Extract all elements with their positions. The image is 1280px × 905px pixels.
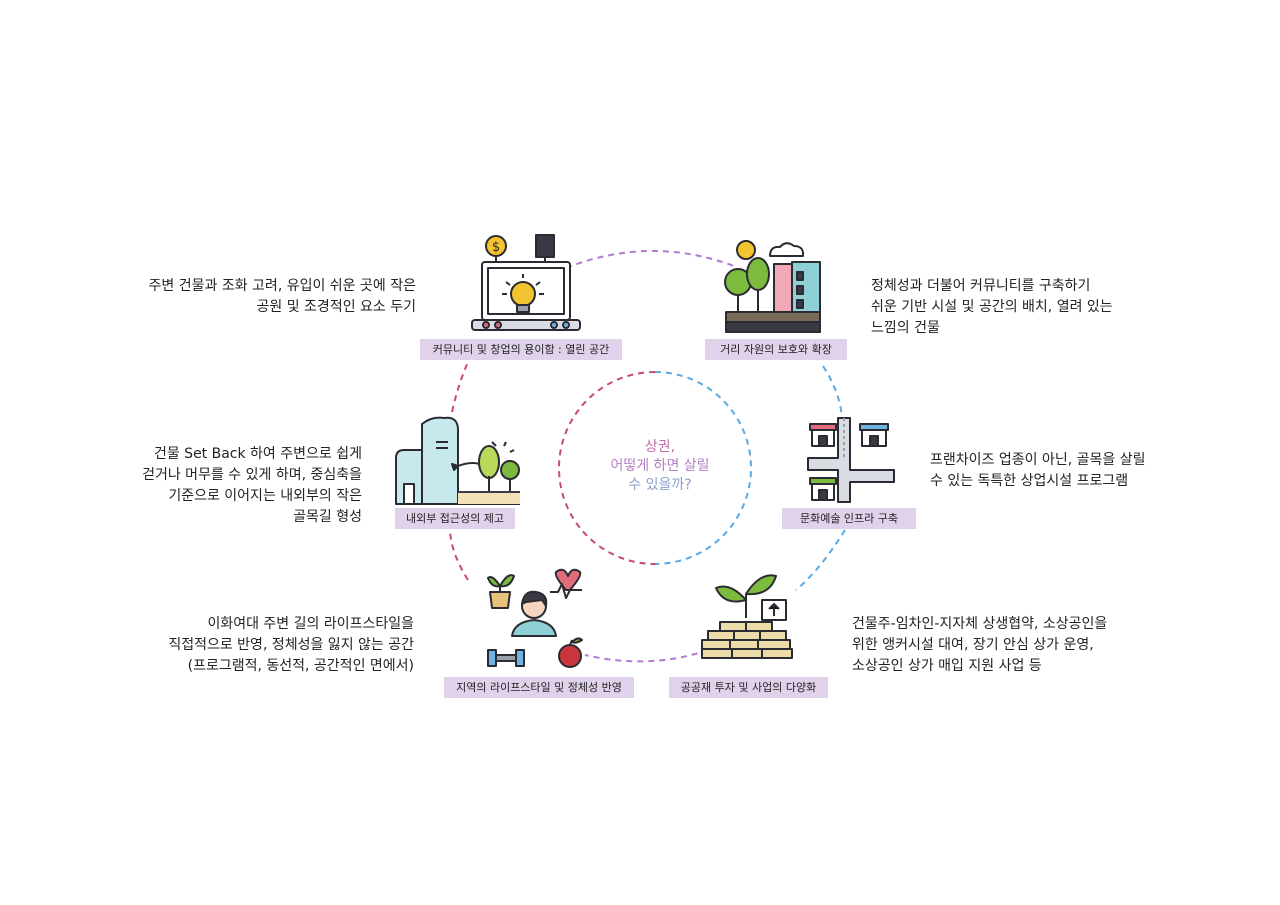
desc-line: 수 있는 독특한 상업시설 프로그램 (930, 473, 1129, 489)
building-setback-icon (395, 416, 520, 505)
desc-culture-infra: 프랜차이즈 업종이 아닌, 골목을 살릴 수 있는 독특한 상업시설 프로그램 (930, 450, 1210, 492)
tag-local-lifestyle: 지역의 라이프스타일 및 정체성 반영 (444, 677, 634, 698)
center-question: 상권, 어떻게 하면 살릴 수 있을까? (560, 438, 760, 495)
center-question-line3: 수 있을까? (628, 477, 692, 493)
desc-line: 공원 및 조경적인 요소 두기 (256, 299, 416, 315)
laptop-idea-icon: $ (471, 234, 581, 331)
desc-line: 기준으로 이어지는 내외부의 작은 (168, 488, 362, 504)
desc-line: 정체성과 더불어 커뮤니티를 구축하기 (871, 278, 1091, 294)
desc-line: 건물 Set Back 하여 주변으로 쉽게 (153, 446, 362, 462)
tag-open-space: 커뮤니티 및 창업의 용이함 : 열린 공간 (420, 339, 622, 360)
tag-street-resources: 거리 자원의 보호와 확장 (705, 339, 847, 360)
lifestyle-person-icon (487, 568, 583, 668)
desc-line: 건물주-임차인-지자체 상생협약, 소상공인을 (852, 616, 1108, 632)
desc-open-space: 주변 건물과 조화 고려, 유입이 쉬운 곳에 작은 공원 및 조경적인 요소 … (130, 276, 416, 318)
tag-culture-infra: 문화예술 인프라 구축 (782, 508, 916, 529)
inner-circle (558, 371, 752, 565)
desc-line: (프로그램적, 동선적, 공간적인 면에서) (187, 658, 414, 674)
ring-arc-bottom (584, 649, 709, 663)
inner-circle-right (654, 371, 752, 565)
street-shops-icon (807, 417, 895, 503)
ring-arc-lower-right (795, 529, 846, 591)
inner-circle-left (558, 371, 656, 565)
desc-line: 느낌의 건물 (871, 320, 940, 336)
desc-local-lifestyle: 이화여대 주변 길의 라이프스타일을 직접적으로 반영, 정체성을 잃지 않는 … (118, 614, 414, 677)
center-question-line1: 상권, (644, 439, 676, 455)
desc-accessibility: 건물 Set Back 하여 주변으로 쉽게 걷거나 머무를 수 있게 하며, … (120, 444, 362, 528)
desc-line: 직접적으로 반영, 정체성을 잃지 않는 공간 (168, 637, 414, 653)
desc-line: 골목길 형성 (293, 509, 362, 525)
svg-text:$: $ (492, 240, 500, 255)
desc-line: 위한 앵커시설 대여, 장기 안심 상가 운영, (852, 637, 1094, 653)
desc-line: 걷거나 머무를 수 있게 하며, 중심축을 (142, 467, 362, 483)
ring-arc-upper-left (451, 361, 469, 413)
desc-street-resources: 정체성과 더불어 커뮤니티를 구축하기 쉬운 기반 시설 및 공간의 배치, 열… (871, 276, 1171, 339)
desc-line: 주변 건물과 조화 고려, 유입이 쉬운 곳에 작은 (148, 278, 416, 294)
desc-line: 쉬운 기반 시설 및 공간의 배치, 열려 있는 (871, 299, 1113, 315)
growth-bricks-icon (701, 574, 793, 659)
tag-public-investment: 공공재 투자 및 사업의 다양화 (669, 677, 828, 698)
ring-arc-lower-left (449, 531, 469, 581)
desc-line: 프랜차이즈 업종이 아닌, 골목을 살릴 (930, 452, 1146, 468)
tag-accessibility: 내외부 접근성의 제고 (395, 508, 515, 529)
desc-line: 이화여대 주변 길의 라이프스타일을 (207, 616, 414, 632)
city-park-icon (724, 240, 821, 333)
ring-arc-top (565, 250, 735, 269)
desc-line: 소상공인 상가 매입 지원 사업 등 (852, 658, 1042, 674)
center-question-line2: 어떻게 하면 살릴 (610, 458, 710, 474)
desc-public-investment: 건물주-임차인-지자체 상생협약, 소상공인을 위한 앵커시설 대여, 장기 안… (852, 614, 1152, 677)
outer-cycle-ring (449, 250, 846, 663)
ring-arc-upper-right (822, 365, 843, 419)
